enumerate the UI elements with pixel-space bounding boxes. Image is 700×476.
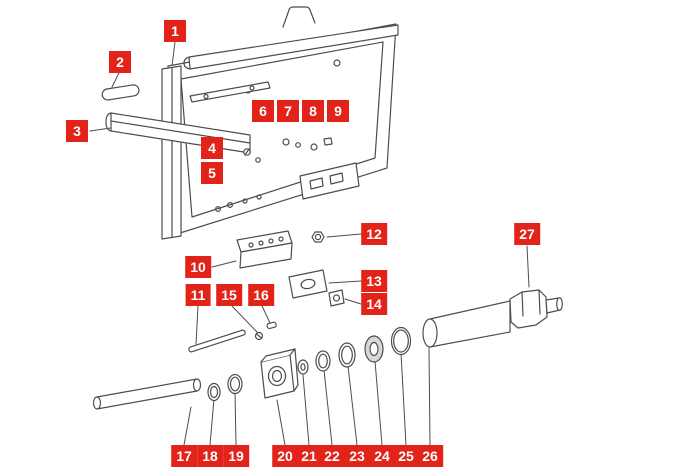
part-label-14: 14 [361, 293, 387, 315]
latch-plate [299, 162, 360, 200]
part-2-grip [101, 84, 140, 101]
part-label-23: 23 [344, 445, 370, 467]
part-label-15: 15 [216, 284, 242, 306]
part-label-10: 10 [185, 256, 211, 278]
washer-stack [297, 326, 412, 375]
cylinder-assembly [422, 289, 563, 348]
part-label-5: 5 [201, 162, 223, 184]
fasteners-6-9 [282, 137, 333, 151]
part-label-20: 20 [272, 445, 298, 467]
tube-and-rings [92, 373, 243, 410]
part-20-block [260, 348, 299, 399]
parts-15-16 [254, 321, 277, 341]
part-14-nut [328, 289, 345, 307]
part-10-bracket [236, 230, 293, 269]
part-12-nut [311, 231, 325, 243]
part-label-18: 18 [197, 445, 223, 467]
part-label-22: 22 [319, 445, 345, 467]
part-label-16: 16 [248, 284, 274, 306]
part-label-27: 27 [514, 223, 540, 245]
part-label-26: 26 [417, 445, 443, 467]
part-label-9: 9 [327, 100, 349, 122]
mounting-strip [189, 81, 271, 103]
part-label-24: 24 [369, 445, 395, 467]
part-label-19: 19 [223, 445, 249, 467]
part-label-7: 7 [277, 100, 299, 122]
part-label-17: 17 [171, 445, 197, 467]
part-label-13: 13 [361, 270, 387, 292]
frame-assembly [161, 6, 399, 240]
part-label-11: 11 [185, 284, 211, 306]
fasteners-4-5 [243, 148, 261, 163]
part-label-6: 6 [252, 100, 274, 122]
part-label-21: 21 [296, 445, 322, 467]
part-label-25: 25 [393, 445, 419, 467]
part-label-1: 1 [164, 20, 186, 42]
part-11-rod [188, 329, 246, 353]
part-label-8: 8 [302, 100, 324, 122]
part-label-3: 3 [66, 120, 88, 142]
part-label-2: 2 [109, 51, 131, 73]
part-label-12: 12 [361, 223, 387, 245]
part-label-4: 4 [201, 137, 223, 159]
part-13-plate [288, 269, 328, 299]
